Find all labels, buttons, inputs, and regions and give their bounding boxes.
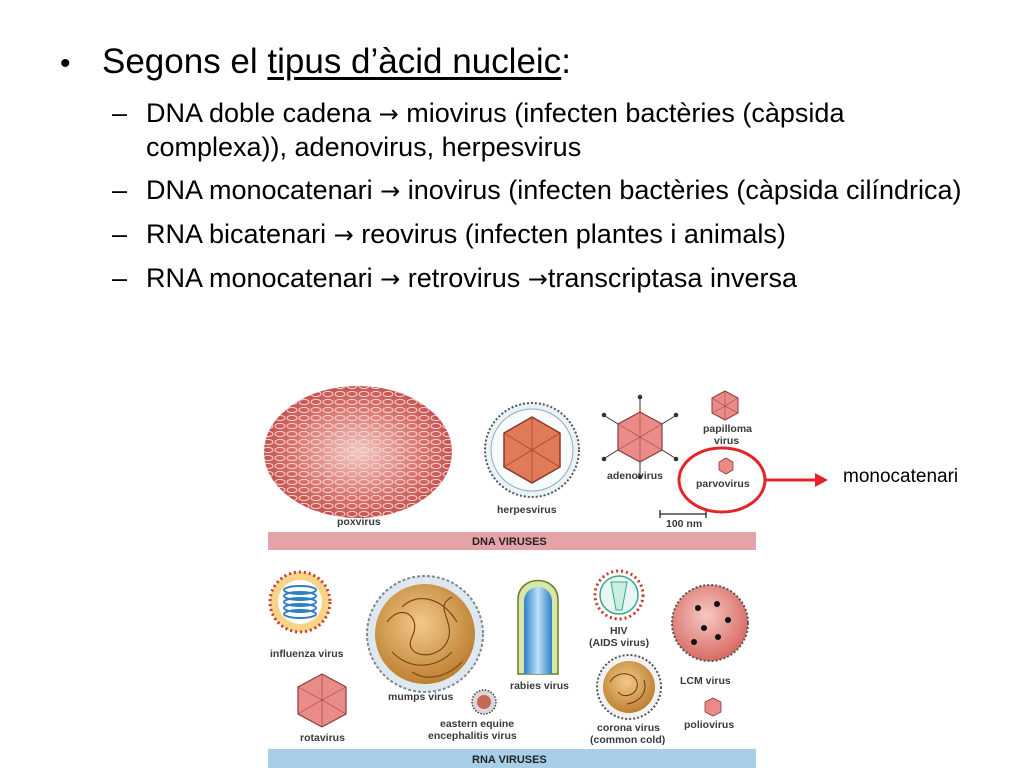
arrow-right-icon: → <box>378 100 399 128</box>
herpesvirus-label: herpesvirus <box>497 504 557 516</box>
eastern-equine-encephalitis-icon <box>471 689 497 715</box>
sub-item-rna-double: – RNA bicatenari → reovirus (infecten pl… <box>112 218 992 252</box>
arrow-head-icon <box>815 473 828 487</box>
parvovirus-icon <box>718 457 734 475</box>
main-bullet: • Segons el tipus d’àcid nucleic: <box>60 40 571 86</box>
dna-band-label: DNA VIRUSES <box>472 536 547 548</box>
virus-figure-svg: poxvirus herpesvirus <box>264 386 756 768</box>
sub-item-dna-single: – DNA monocatenari → inovirus (infecten … <box>112 174 992 208</box>
main-bullet-suffix: : <box>561 42 571 81</box>
sub-item-text: retrovirus <box>400 263 528 293</box>
sub-item-rna-single: – RNA monocatenari → retrovirus →transcr… <box>112 262 992 296</box>
rabies-virus-icon <box>517 579 559 675</box>
poxvirus-label: poxvirus <box>337 516 381 528</box>
arrow-right-icon: → <box>380 177 401 205</box>
scale-label: 100 nm <box>666 518 702 530</box>
rna-viruses-band <box>268 749 756 768</box>
corona-label-2: (common cold) <box>590 734 665 746</box>
arrow-right-icon: → <box>333 221 354 249</box>
hiv-virus-icon <box>593 569 645 621</box>
arrow-right-icon: → <box>527 265 548 293</box>
dna-viruses-band <box>268 532 756 550</box>
dash-icon: – <box>112 263 128 293</box>
eastern-label-2: encephalitis virus <box>428 730 517 742</box>
parvovirus-label: parvovirus <box>696 478 750 490</box>
eastern-label: eastern equine <box>440 718 514 730</box>
papilloma-label: papilloma <box>703 423 752 435</box>
rotavirus-icon <box>297 673 347 728</box>
sub-item-text: RNA monocatenari <box>146 263 381 293</box>
sub-item-text: DNA doble cadena <box>146 98 379 128</box>
rabies-label: rabies virus <box>510 680 569 692</box>
adenovirus-icon <box>601 394 679 480</box>
poliovirus-icon <box>704 697 722 717</box>
bullet-dot-icon: • <box>60 47 71 80</box>
sub-item-text: miovirus (infecten bactèries (càpsida co… <box>146 98 845 162</box>
main-bullet-prefix: Segons el <box>102 42 268 81</box>
dash-icon: – <box>112 175 128 205</box>
papilloma-virus-icon <box>711 390 739 421</box>
dash-icon: – <box>112 98 128 128</box>
main-bullet-underlined: tipus d’àcid nucleic <box>267 42 562 81</box>
sub-item-text: inovirus (infecten bactèries (càpsida ci… <box>400 175 962 205</box>
highlight-circle <box>677 446 767 514</box>
arrow-right-icon: → <box>380 265 401 293</box>
hiv-label-2: (AIDS virus) <box>589 637 649 649</box>
sub-item-text: reovirus (infecten plantes i animals) <box>353 219 786 249</box>
sub-bullet-list: – DNA doble cadena → miovirus (infecten … <box>112 97 992 306</box>
rna-band-label: RNA VIRUSES <box>472 754 547 766</box>
lcm-label: LCM virus <box>680 675 731 687</box>
virus-figure: poxvirus herpesvirus <box>262 382 762 768</box>
corona-label: corona virus <box>597 722 660 734</box>
influenza-label: influenza virus <box>270 648 344 660</box>
mumps-virus-icon <box>366 575 484 693</box>
dash-icon: – <box>112 219 128 249</box>
sub-item-text: transcriptasa inversa <box>547 263 797 293</box>
rotavirus-label: rotavirus <box>300 732 345 744</box>
influenza-virus-icon <box>268 570 332 634</box>
callout-label: monocatenari <box>843 466 959 487</box>
sub-item-dna-double: – DNA doble cadena → miovirus (infecten … <box>112 97 992 164</box>
hiv-label: HIV <box>610 625 628 637</box>
adenovirus-label: adenovirus <box>607 470 663 482</box>
sub-item-text: RNA bicatenari <box>146 219 334 249</box>
lcm-virus-icon <box>671 584 749 662</box>
mumps-label: mumps virus <box>388 691 454 703</box>
papilloma-label-2: virus <box>714 435 739 447</box>
polio-label: poliovirus <box>684 719 734 731</box>
poxvirus-icon <box>264 386 452 518</box>
corona-virus-icon <box>596 654 662 720</box>
sub-item-text: DNA monocatenari <box>146 175 381 205</box>
herpesvirus-icon <box>484 402 580 498</box>
